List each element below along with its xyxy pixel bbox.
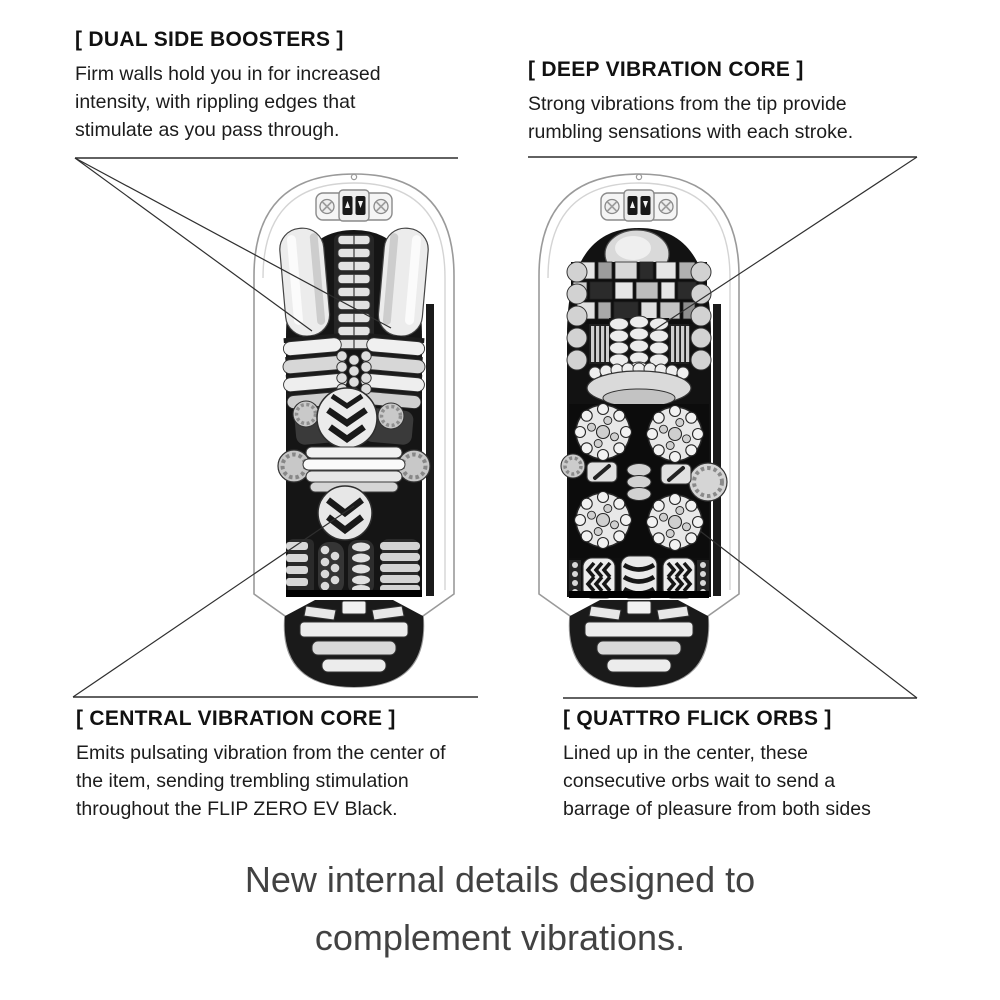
base-hinge <box>569 600 709 687</box>
air-hole <box>635 173 643 181</box>
quattro-flick-orbs <box>560 402 728 558</box>
callout-description: Lined up in the center, these consecutiv… <box>563 742 871 820</box>
callout-quattro-flick-orbs: [ QUATTRO FLICK ORBS ] Lined up in the c… <box>563 706 943 823</box>
callout-deep-vibration-core: [ DEEP VIBRATION CORE ] Strong vibration… <box>528 57 948 146</box>
cutaway-right-svg <box>538 173 740 688</box>
vibration-control-panel <box>600 189 678 222</box>
block-texture-rows <box>571 261 707 324</box>
callout-description: Emits pulsating vibration from the cente… <box>76 742 446 820</box>
callout-dual-side-boosters: [ DUAL SIDE BOOSTERS ] Firm walls hold y… <box>75 27 495 144</box>
lotus-collar <box>586 362 692 408</box>
chevron-orb-upper <box>292 387 405 449</box>
callout-title: [ DEEP VIBRATION CORE ] <box>528 58 804 81</box>
base-hinge <box>284 600 424 687</box>
product-illustration-right <box>535 170 743 692</box>
callout-description: Firm walls hold you in for increased int… <box>75 63 381 141</box>
callout-title: [ DUAL SIDE BOOSTERS ] <box>75 28 344 51</box>
callout-title: [ QUATTRO FLICK ORBS ] <box>563 707 832 730</box>
cutaway-left-svg <box>253 173 455 688</box>
wave-tread-rollers <box>569 555 709 599</box>
vibration-control-panel <box>315 189 393 222</box>
callout-description: Strong vibrations from the tip provide r… <box>528 93 854 143</box>
lower-texture-row <box>286 539 422 597</box>
product-illustration-left <box>250 170 458 692</box>
tagline: New internal details designed to complem… <box>244 859 756 958</box>
central-ribbed-column <box>334 234 374 350</box>
callout-central-vibration-core: [ CENTRAL VIBRATION CORE ] Emits pulsati… <box>76 706 506 823</box>
callout-title: [ CENTRAL VIBRATION CORE ] <box>76 707 396 730</box>
chevron-orb-lower <box>317 485 373 541</box>
